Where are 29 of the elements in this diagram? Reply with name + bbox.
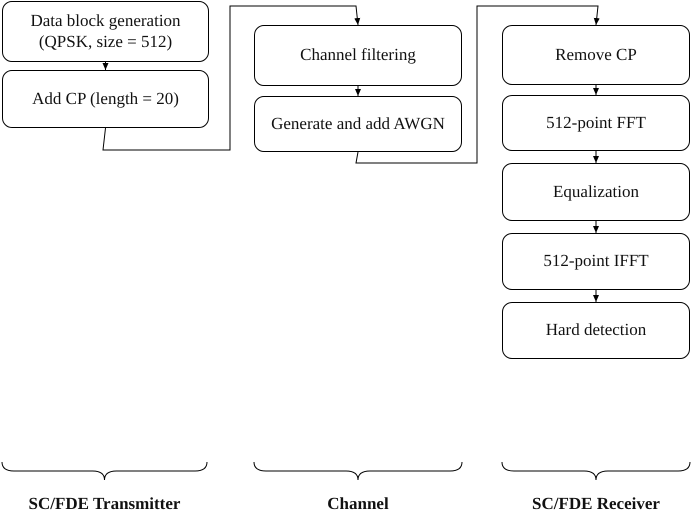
box-label: 512-point IFFT	[543, 251, 649, 272]
arrow	[593, 84, 599, 96]
box-label: Equalization	[553, 182, 639, 202]
process-box	[254, 25, 462, 86]
process-box	[502, 233, 690, 290]
process-box	[502, 302, 690, 359]
arrow	[102, 62, 108, 70]
process-box	[2, 1, 209, 62]
arrow	[593, 150, 599, 164]
arrow	[355, 86, 361, 96]
box-label: Data block generation (QPSK, size = 512)	[29, 11, 182, 52]
arrow	[593, 220, 599, 234]
group-label: SC/FDE Receiver	[531, 494, 661, 514]
box-label: 512-point FFT	[546, 112, 646, 134]
arrow	[593, 290, 599, 302]
group-label: Channel	[326, 494, 390, 514]
process-box	[502, 163, 690, 221]
arrow	[355, 6, 600, 164]
process-box	[502, 95, 690, 151]
process-box	[2, 70, 209, 128]
box-label: Generate and add AWGN	[271, 114, 445, 134]
group-label: SC/FDE Transmitter	[28, 494, 182, 514]
box-label: Add CP (length = 20)	[32, 88, 179, 110]
process-box	[502, 25, 690, 85]
box-label: Hard detection	[546, 320, 646, 341]
process-box	[254, 96, 462, 152]
box-label: Channel filtering	[300, 45, 416, 66]
box-label: Remove CP	[555, 44, 637, 66]
arrow	[102, 6, 360, 150]
